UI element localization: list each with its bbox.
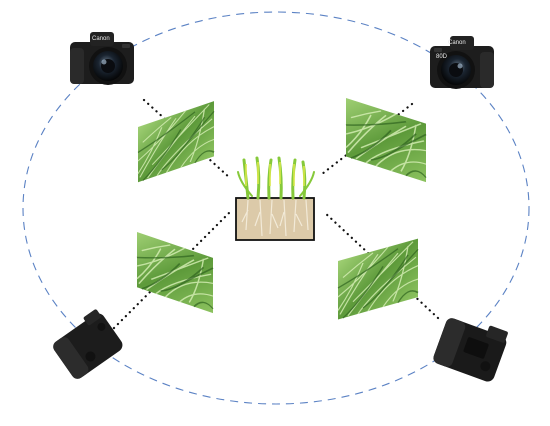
camera-top-right: Canon 80D — [430, 36, 494, 89]
camera-top-left: Canon — [70, 32, 134, 85]
sight-line-bottom-left — [108, 208, 234, 334]
plant-container — [235, 156, 315, 241]
plant-roots — [241, 199, 309, 237]
plant-shoots — [237, 156, 315, 200]
camera-brand-label: Canon — [448, 40, 466, 46]
grass-view-top-right — [345, 97, 427, 183]
grass-view-top-left — [137, 100, 215, 184]
camera-orbit-path — [22, 11, 530, 405]
grass-view-bottom-left — [136, 231, 214, 314]
camera-brand-label: Canon — [92, 36, 110, 42]
camera-model-label: 80D — [436, 54, 448, 60]
grass-view-bottom-right — [337, 237, 419, 321]
soil-box — [235, 197, 315, 241]
camera-bottom-right — [433, 318, 508, 382]
camera-bottom-left — [53, 309, 123, 379]
